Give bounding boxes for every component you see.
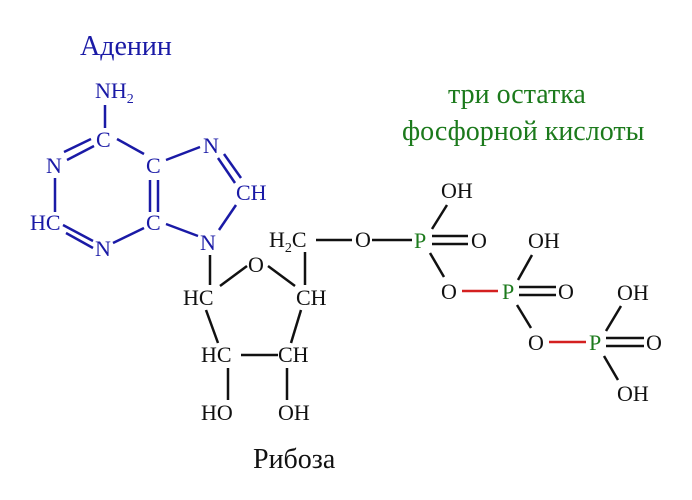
atom-p3-oh-bottom: OH xyxy=(617,381,649,406)
bond-ringo-c4 xyxy=(267,264,296,288)
bond-c6-c5 xyxy=(116,137,145,156)
atom-n1: N xyxy=(46,153,62,178)
atom-o5prime: O xyxy=(355,227,371,252)
bond-c8-n9 xyxy=(217,204,238,231)
bond-p1-obridge xyxy=(428,252,446,278)
atom-c8: CH xyxy=(236,180,267,205)
bond-c1-c2 xyxy=(204,309,220,344)
bond-p3-oh-top xyxy=(604,305,623,332)
atom-c4prime: CH xyxy=(296,285,327,310)
atom-c2prime: HC xyxy=(201,342,232,367)
atom-p3-o-double: O xyxy=(646,330,662,355)
atom-p3-oh-top: OH xyxy=(617,280,649,305)
bond-c4-n9 xyxy=(165,222,199,238)
atom-c5: C xyxy=(146,153,161,178)
bond-p3-oh-bottom xyxy=(602,355,620,381)
ribose-label: Рибоза xyxy=(253,444,336,475)
atom-p2-o-double: O xyxy=(558,279,574,304)
atom-p2-oh: OH xyxy=(528,228,560,253)
atom-p1: P xyxy=(414,228,426,253)
bond-c4-c3 xyxy=(289,309,303,344)
atom-h2c: H2C xyxy=(269,227,307,256)
bond-n3-c4 xyxy=(112,226,145,245)
bond-n1-c6-b xyxy=(63,137,92,154)
bond-n1-c6-a xyxy=(66,144,95,162)
atom-n9: N xyxy=(200,230,216,255)
bond-c1-ringo xyxy=(219,264,248,288)
bond-n7-c8-a xyxy=(216,157,237,184)
bond-p1-oh xyxy=(430,204,449,230)
atom-ring-o: O xyxy=(248,252,264,277)
atom-p1-oh: OH xyxy=(441,178,473,203)
adenine-group: NH2 C N HC N C C N CH N xyxy=(30,78,267,261)
atom-oh2prime: HO xyxy=(201,400,233,425)
bond-p2-obridge xyxy=(515,304,533,329)
adenine-label: Аденин xyxy=(80,31,172,62)
atom-n3: N xyxy=(95,236,111,261)
atom-oh3prime: OH xyxy=(278,400,310,425)
atom-c4: C xyxy=(146,210,161,235)
atom-p2: P xyxy=(502,279,514,304)
bond-c2-n3-b xyxy=(65,231,94,250)
phosphate-label-line2: фосфорной кислоты xyxy=(402,116,645,147)
atom-o-bridge2: O xyxy=(528,330,544,355)
bond-p2-oh xyxy=(516,254,534,281)
atom-c3prime: CH xyxy=(278,342,309,367)
atom-c2: HC xyxy=(30,210,61,235)
bond-n7-c8-b xyxy=(222,153,243,179)
atom-p1-o-double: O xyxy=(471,228,487,253)
atom-o-bridge1: O xyxy=(441,279,457,304)
bond-c2-n3-a xyxy=(62,223,94,243)
atom-c1prime: HC xyxy=(183,285,214,310)
phosphate-group: P OH O O P OH O O P OH O OH xyxy=(372,178,662,406)
ribose-group: O HC CH HC CH HO OH H2C O xyxy=(183,227,371,425)
atom-n7: N xyxy=(203,133,219,158)
atom-p3: P xyxy=(589,330,601,355)
phosphate-label-line1: три остатка xyxy=(448,79,586,110)
atom-nh2: NH2 xyxy=(95,78,134,107)
atom-c6: C xyxy=(96,127,111,152)
bond-c5-n7 xyxy=(165,145,201,162)
